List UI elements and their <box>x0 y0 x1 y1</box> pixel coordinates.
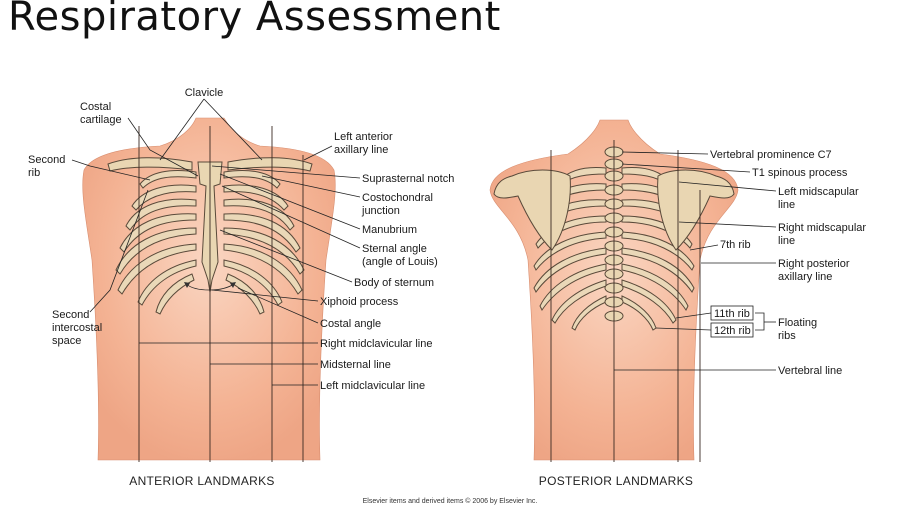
label-costal-cartilage-2: cartilage <box>80 114 122 126</box>
label-right-midclavicular: Right midclavicular line <box>320 338 433 350</box>
label-midsternal: Midsternal line <box>320 359 391 371</box>
label-clavicle: Clavicle <box>185 87 224 99</box>
label-floating-ribs-2: ribs <box>778 330 796 342</box>
label-suprasternal-notch: Suprasternal notch <box>362 173 454 185</box>
label-costochondral-1: Costochondral <box>362 192 433 204</box>
anterior-left-ribs <box>115 170 197 315</box>
label-vertebral-prominence: Vertebral prominence C7 <box>710 149 832 161</box>
label-xiphoid-process: Xiphoid process <box>320 296 399 308</box>
posterior-ribs <box>533 167 695 331</box>
label-sternal-angle-1: Sternal angle <box>362 243 427 255</box>
label-second-rib-2: rib <box>28 167 40 179</box>
label-left-midclavicular: Left midclavicular line <box>320 380 425 392</box>
label-costal-angle: Costal angle <box>320 318 381 330</box>
posterior-caption: POSTERIOR LANDMARKS <box>539 474 693 488</box>
posterior-labels: Vertebral prominence C7 T1 spinous proce… <box>614 149 866 377</box>
label-seventh-rib: 7th rib <box>720 239 751 251</box>
label-left-anterior-axillary-1: Left anterior <box>334 131 393 143</box>
label-second-intercostal-3: space <box>52 335 81 347</box>
label-left-anterior-axillary-2: axillary line <box>334 144 388 156</box>
anterior-caption: ANTERIOR LANDMARKS <box>129 474 274 488</box>
anterior-right-ribs <box>223 170 305 315</box>
right-clavicle <box>227 157 313 172</box>
label-left-midscapular-1: Left midscapular <box>778 186 859 198</box>
label-vertebral-line: Vertebral line <box>778 365 842 377</box>
slide-title: Respiratory Assessment <box>8 0 501 40</box>
label-left-midscapular-2: line <box>778 199 795 211</box>
label-costochondral-2: junction <box>361 205 400 217</box>
label-second-intercostal-2: intercostal <box>52 322 102 334</box>
label-t1-spinous: T1 spinous process <box>752 167 848 179</box>
label-manubrium: Manubrium <box>362 224 417 236</box>
label-right-midscapular-1: Right midscapular <box>778 222 866 234</box>
label-sternal-angle-2: (angle of Louis) <box>362 256 438 268</box>
anterior-labels: Clavicle Costal cartilage Second rib Lef… <box>28 87 454 392</box>
anterior-torso <box>82 117 336 462</box>
label-twelfth-rib: 12th rib <box>714 325 751 337</box>
label-floating-ribs-1: Floating <box>778 317 817 329</box>
label-second-rib-1: Second <box>28 154 65 166</box>
right-scapula <box>657 169 735 251</box>
label-second-intercostal-1: Second <box>52 309 89 321</box>
posterior-torso <box>489 119 739 462</box>
label-right-posterior-axillary-2: axillary line <box>778 271 832 283</box>
copyright-text: Elsevier items and derived items © 2006 … <box>363 497 538 505</box>
label-eleventh-rib: 11th rib <box>714 308 750 320</box>
label-right-posterior-axillary-1: Right posterior <box>778 258 850 270</box>
label-right-midscapular-2: line <box>778 235 795 247</box>
label-body-of-sternum: Body of sternum <box>354 277 434 289</box>
label-costal-cartilage-1: Costal <box>80 101 111 113</box>
